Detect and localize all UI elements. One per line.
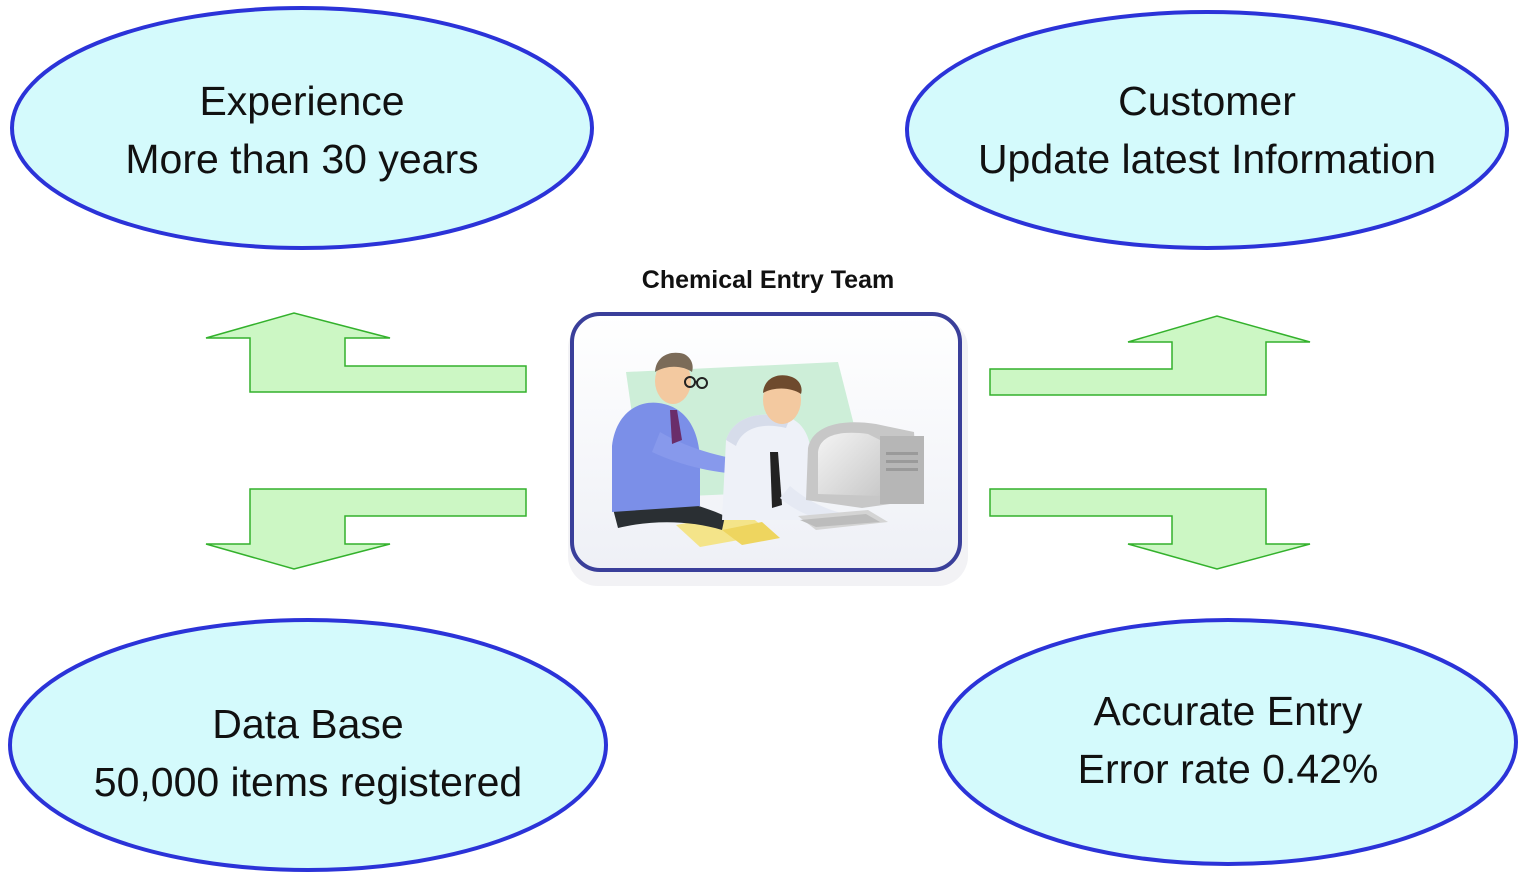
bubble-customer: Customer Update latest Information xyxy=(917,72,1497,188)
bubble-customer-shape xyxy=(905,10,1509,250)
bubble-database: Data Base 50,000 items registered xyxy=(38,695,578,811)
bubble-customer-title: Customer xyxy=(1118,78,1296,124)
bubble-experience: Experience More than 30 years xyxy=(42,72,562,188)
bubble-database-title: Data Base xyxy=(212,701,404,747)
arrow-up-right xyxy=(989,315,1311,396)
bubble-database-detail: 50,000 items registered xyxy=(93,759,523,805)
two-people-at-computer-illustration xyxy=(612,352,924,547)
arrow-down-right xyxy=(989,488,1311,570)
bubble-accuracy-shape xyxy=(938,618,1518,866)
bubble-accuracy-title: Accurate Entry xyxy=(1093,688,1363,734)
bubble-customer-detail: Update latest Information xyxy=(977,136,1437,182)
bubble-experience-title: Experience xyxy=(199,78,405,124)
bubble-database-shape xyxy=(8,618,608,872)
bubble-experience-shape xyxy=(10,6,594,250)
arrow-up-left xyxy=(205,312,527,393)
bubble-accuracy-detail: Error rate 0.42% xyxy=(1077,746,1379,792)
team-title: Chemical Entry Team xyxy=(641,266,895,294)
bubble-experience-detail: More than 30 years xyxy=(125,136,479,182)
arrow-down-left xyxy=(205,488,527,570)
bubble-accuracy: Accurate Entry Error rate 0.42% xyxy=(968,682,1488,798)
